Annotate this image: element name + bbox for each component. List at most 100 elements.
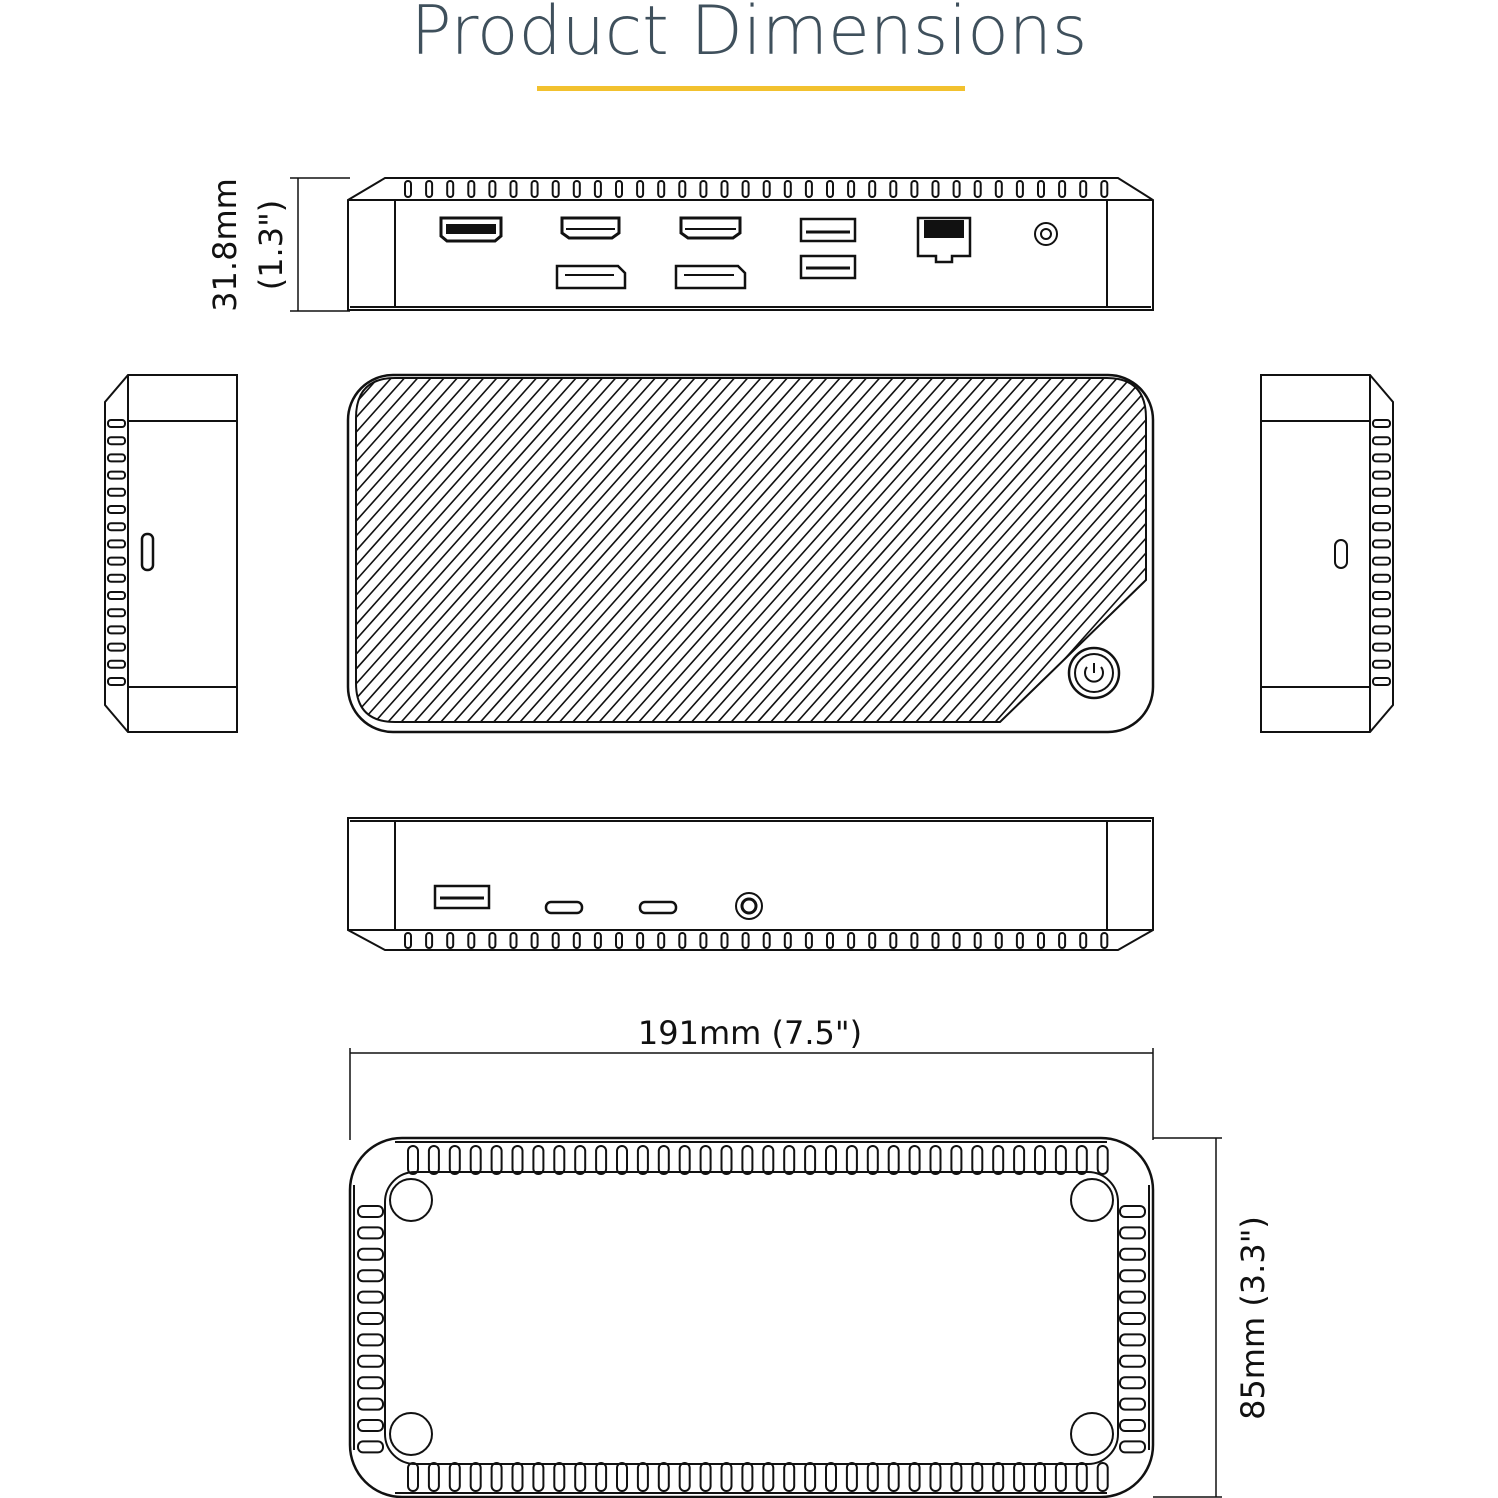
front-view <box>347 177 1154 311</box>
vent-stripe <box>939 378 1146 722</box>
vent-slot <box>847 932 856 949</box>
vent-stripe <box>356 378 452 722</box>
vent-slot <box>866 1462 879 1492</box>
vent-slot <box>1119 1440 1146 1454</box>
vent-slot <box>826 932 834 949</box>
vent-stripe <box>356 378 492 722</box>
vent-slot <box>467 932 476 949</box>
vent-slot <box>107 556 126 566</box>
usb-c-port-icon <box>638 900 678 915</box>
vent-slot <box>1013 1462 1026 1492</box>
vent-slot <box>446 932 455 949</box>
vent-slot <box>595 1462 608 1492</box>
vent-slot <box>992 1145 1005 1175</box>
vent-slot <box>404 932 412 949</box>
vent-stripe <box>411 378 743 722</box>
vent-stripe <box>912 378 1146 722</box>
vent-stripe <box>543 378 875 722</box>
vent-stripe <box>356 378 505 722</box>
vent-stripe <box>1230 370 1498 740</box>
vent-stripe <box>437 378 769 722</box>
audio-jack-icon <box>735 892 763 920</box>
rubber-foot-icon <box>1070 1412 1114 1456</box>
vent-slot <box>720 180 729 198</box>
vent-slot <box>741 932 750 949</box>
vent-slot <box>107 487 126 497</box>
vent-stripe <box>516 378 848 722</box>
vent-slot <box>469 1462 482 1492</box>
vent-slot <box>636 1145 649 1175</box>
vent-stripe <box>1164 370 1494 740</box>
vent-slot <box>357 1269 384 1283</box>
vent-stripe <box>952 378 1146 722</box>
vent-stripe <box>356 378 465 722</box>
vent-slot <box>553 1145 566 1175</box>
rubber-foot-icon <box>389 1178 433 1222</box>
usb-a-port-icon <box>433 884 491 910</box>
vent-slot <box>357 1419 384 1432</box>
vent-stripe <box>356 378 439 722</box>
vent-slot <box>845 1145 858 1175</box>
vent-slot <box>889 180 898 198</box>
vent-stripe <box>991 378 1146 722</box>
vent-slot <box>572 180 581 198</box>
vent-slot <box>908 1145 921 1175</box>
vent-slot <box>804 180 813 198</box>
vent-stripe <box>569 378 901 722</box>
vent-stripe <box>384 378 716 722</box>
depth-dimension: 85mm (3.3") <box>1153 1137 1272 1498</box>
vent-stripe <box>582 378 914 722</box>
vent-stripe <box>899 378 1146 722</box>
vent-slot <box>1079 180 1088 198</box>
vent-slot <box>616 1145 628 1175</box>
vent-slot <box>574 1462 587 1492</box>
vent-slot <box>615 180 623 198</box>
vent-slot <box>107 608 126 618</box>
vent-stripe <box>635 378 967 722</box>
hdmi-port-icon <box>439 216 503 243</box>
vent-stripe <box>675 378 1007 722</box>
vent-slot <box>887 1145 900 1175</box>
height-in-label: (1.3") <box>252 200 290 291</box>
vent-slot <box>107 591 126 600</box>
vent-slot <box>741 180 750 198</box>
vent-slot <box>532 1462 545 1492</box>
vent-stripe <box>846 378 1146 722</box>
vent-stripe <box>356 378 637 722</box>
vent-stripe <box>741 378 1073 722</box>
usb-c-port-icon <box>1334 539 1348 569</box>
vent-slot <box>804 1462 817 1492</box>
vent-slot <box>908 1462 921 1492</box>
vent-slot <box>931 932 940 949</box>
vent-slot <box>107 677 126 686</box>
width-dimension: 191mm (7.5") <box>349 1014 1154 1140</box>
vent-slot <box>678 932 687 949</box>
vent-slot <box>973 180 982 198</box>
left-side-view <box>104 374 238 733</box>
vent-stripe <box>1151 370 1481 740</box>
vent-slot <box>427 1462 440 1492</box>
vent-slot <box>971 1145 984 1175</box>
vent-slot <box>699 1462 712 1492</box>
vent-stripe <box>1031 378 1146 722</box>
vent-slot <box>107 573 126 583</box>
vent-slot <box>1372 522 1391 532</box>
vent-slot <box>1075 1462 1088 1492</box>
vent-stripe <box>807 378 1139 722</box>
vent-stripe <box>1123 378 1146 722</box>
back-view <box>347 817 1154 951</box>
vent-slot <box>1054 1462 1067 1492</box>
vent-slot <box>107 522 126 532</box>
usb-a-port-icon <box>799 254 857 280</box>
vent-slot <box>425 932 434 949</box>
vent-slot <box>636 932 645 949</box>
vent-slot <box>107 453 126 463</box>
vent-slot <box>1013 1145 1026 1175</box>
vent-stripe <box>1177 370 1498 740</box>
vent-slot <box>657 1145 670 1175</box>
vent-slot <box>1079 932 1088 949</box>
vent-stripe <box>356 378 373 722</box>
vent-stripe <box>1005 378 1146 722</box>
vent-slot <box>1372 487 1391 497</box>
vent-slot <box>825 1145 837 1175</box>
